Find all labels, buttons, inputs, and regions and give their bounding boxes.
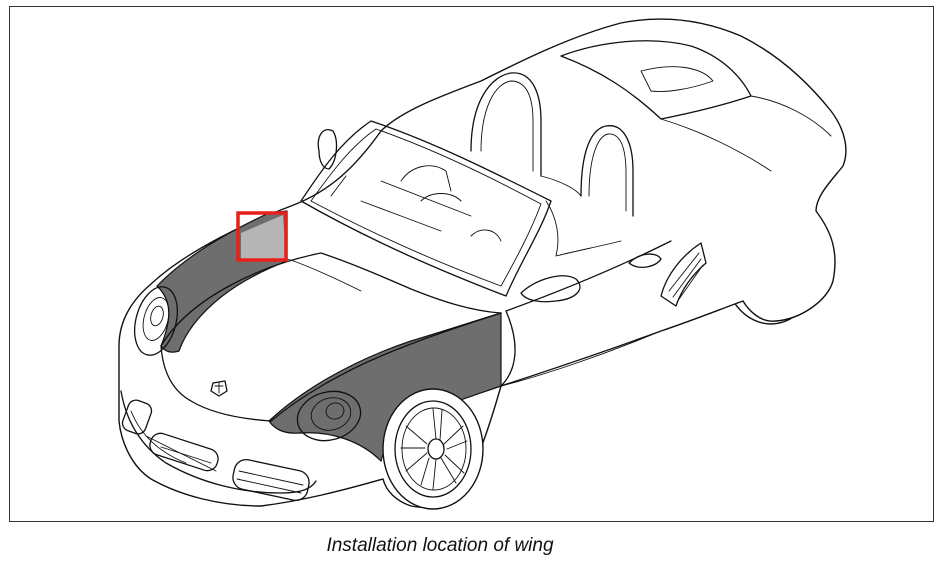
windshield-frame: [300, 120, 552, 297]
side-air-intake: [660, 242, 707, 307]
left-headlight: [134, 286, 178, 356]
left-air-intake: [121, 399, 153, 435]
wing-install-area: [241, 215, 286, 259]
hood-outline: [160, 252, 502, 422]
car-line-drawing: [118, 18, 847, 510]
door-handle: [628, 253, 662, 269]
left-mirror: [317, 129, 338, 170]
center-air-intake: [149, 432, 219, 472]
installation-highlight-box: [236, 211, 288, 262]
right-air-intake: [232, 459, 310, 501]
right-headlight: [296, 390, 362, 442]
car-body-outline: [118, 18, 847, 508]
door-line: [500, 240, 672, 387]
roll-bar-left: [470, 72, 542, 177]
crest-icon: [210, 380, 228, 397]
diagram-frame: [9, 6, 934, 522]
roll-bar-right: [580, 125, 634, 217]
figure-caption: Installation location of wing: [326, 535, 554, 556]
front-wheel: [382, 388, 484, 510]
front-bumper: [120, 390, 317, 494]
